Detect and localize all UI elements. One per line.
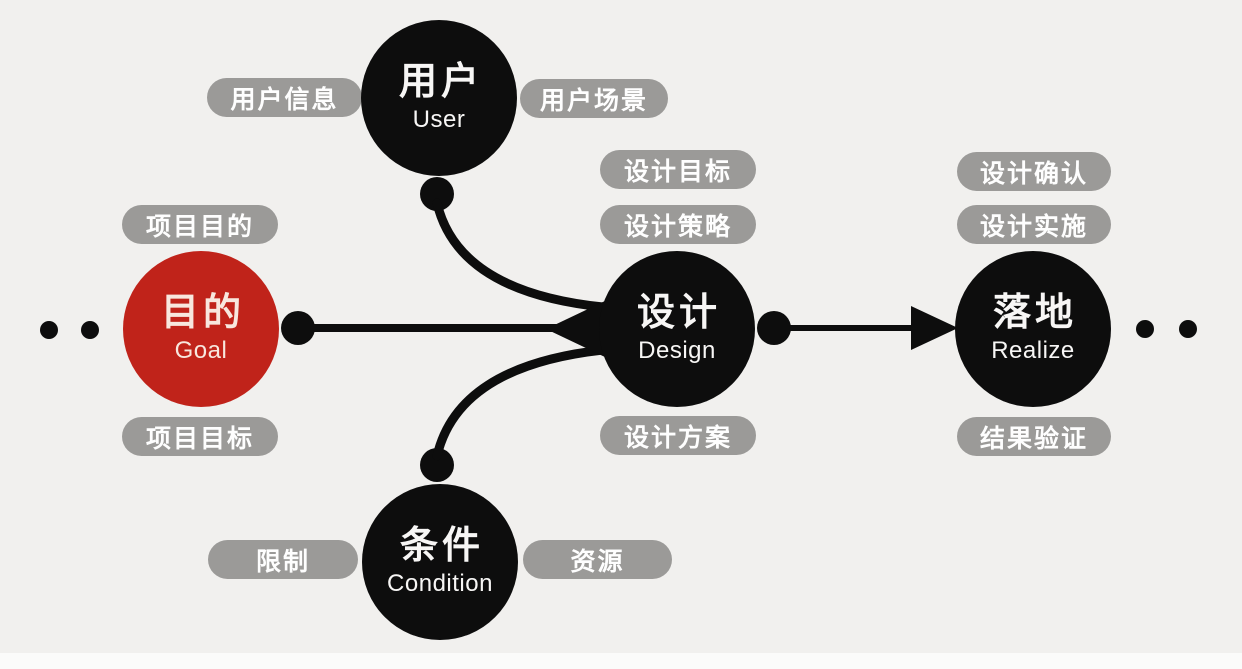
node-condition-label-en: Condition [387, 570, 493, 598]
connector-condition-design [432, 345, 608, 461]
junction-dot-design [757, 311, 791, 345]
junction-dot-condition [420, 448, 454, 482]
node-user: 用户 User [361, 20, 517, 176]
ellipsis-left-dot-1 [40, 321, 58, 339]
node-realize-label-zh: 落地 [992, 291, 1077, 334]
junction-dot-user [420, 177, 454, 211]
tag-design-bottom: 设计方案 [600, 416, 756, 455]
node-user-label-zh: 用户 [398, 60, 483, 103]
ellipsis-right-dot-2 [1179, 320, 1197, 338]
node-condition-label-zh: 条件 [399, 524, 484, 567]
node-goal-label-en: Goal [174, 337, 228, 365]
node-user-label-en: User [412, 106, 466, 134]
tag-user-right: 用户场景 [520, 79, 668, 118]
tag-design-top-2: 设计策略 [600, 205, 756, 244]
tag-condition-left: 限制 [208, 540, 358, 579]
arrow-head-design-realize [911, 306, 958, 350]
node-design-label-en: Design [638, 337, 716, 365]
junction-dot-goal [281, 311, 315, 345]
node-goal: 目的 Goal [123, 251, 279, 407]
connector-convergence-wedge [546, 300, 607, 358]
node-goal-label-zh: 目的 [160, 291, 245, 334]
node-realize-label-en: Realize [991, 337, 1075, 365]
tag-design-top-1: 设计目标 [600, 150, 756, 189]
connector-user-design [432, 198, 608, 312]
tag-realize-bottom: 结果验证 [957, 417, 1111, 456]
tag-realize-top-1: 设计确认 [957, 152, 1111, 191]
ellipsis-right-dot-1 [1136, 320, 1154, 338]
node-realize: 落地 Realize [955, 251, 1111, 407]
tag-goal-top: 项目目的 [122, 205, 278, 244]
bottom-strip [0, 653, 1242, 669]
tag-user-left: 用户信息 [207, 78, 362, 117]
node-design-label-zh: 设计 [636, 291, 721, 334]
tag-goal-bottom: 项目目标 [122, 417, 278, 456]
tag-condition-right: 资源 [523, 540, 672, 579]
node-condition: 条件 Condition [362, 484, 518, 640]
tag-realize-top-2: 设计实施 [957, 205, 1111, 244]
ellipsis-left-dot-2 [81, 321, 99, 339]
node-design: 设计 Design [599, 251, 755, 407]
